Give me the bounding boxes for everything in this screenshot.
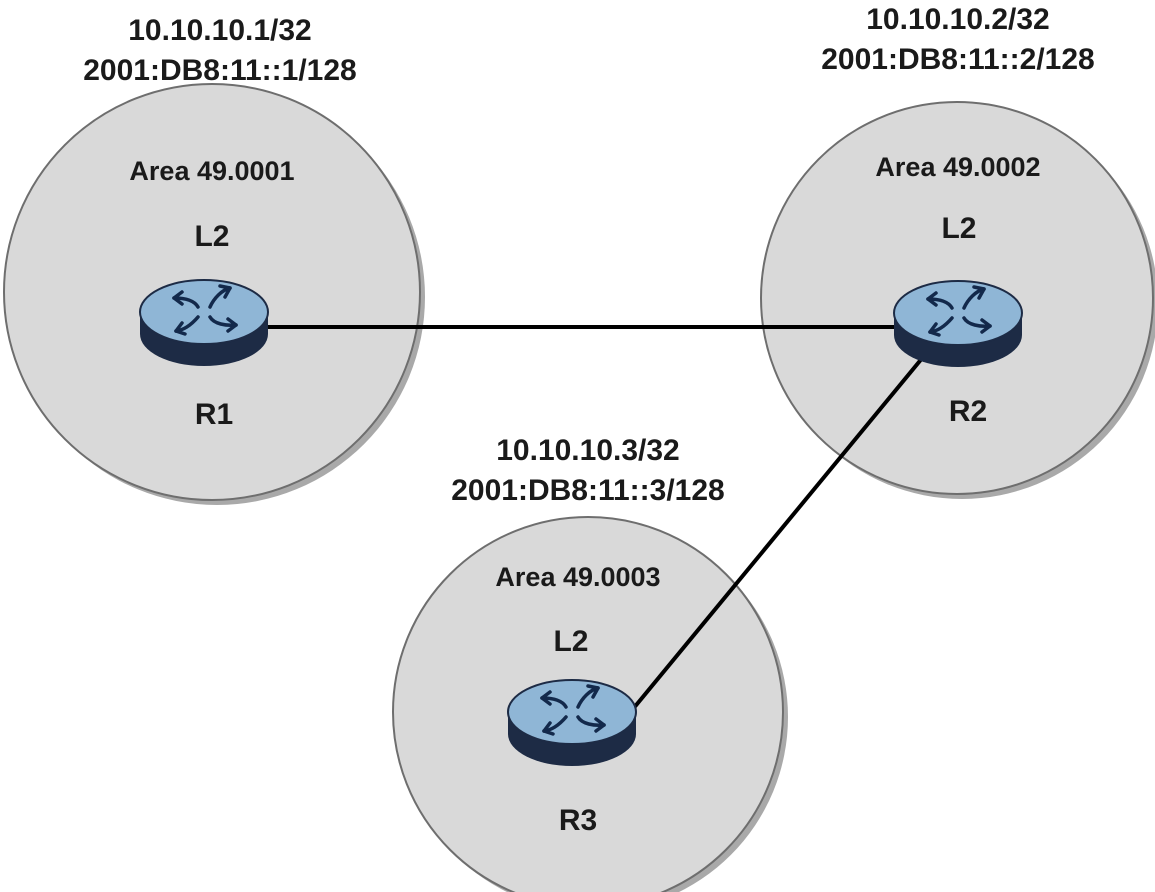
router-name: R3 [559,804,597,837]
area-label: Area 49.0003 [495,562,660,592]
ipv6-address: 2001:DB8:11::3/128 [451,474,725,507]
link-r2-r3 [626,343,935,717]
router-r3 [507,679,637,766]
labels-r1: 10.10.10.1/32 2001:DB8:11::1/128 Area 49… [83,14,357,431]
labels-r2: 10.10.10.2/32 2001:DB8:11::2/128 Area 49… [821,3,1095,428]
ipv6-address: 2001:DB8:11::1/128 [83,54,357,87]
router-icon [893,280,1023,367]
router-name: R1 [195,398,233,431]
labels-r3: 10.10.10.3/32 2001:DB8:11::3/128 Area 49… [451,434,725,837]
router-icon [139,279,269,366]
router-name: R2 [949,395,987,428]
router-r2 [893,280,1023,367]
level-label: L2 [194,220,229,253]
ipv4-address: 10.10.10.1/32 [128,14,312,47]
ipv4-address: 10.10.10.3/32 [496,434,680,467]
level-label: L2 [553,625,588,658]
area-label: Area 49.0001 [129,156,294,186]
ipv6-address: 2001:DB8:11::2/128 [821,43,1095,76]
router-icon [507,679,637,766]
router-r1 [139,279,269,366]
area-label: Area 49.0002 [875,152,1040,182]
level-label: L2 [941,212,976,245]
links [266,325,935,717]
ipv4-address: 10.10.10.2/32 [866,3,1050,36]
